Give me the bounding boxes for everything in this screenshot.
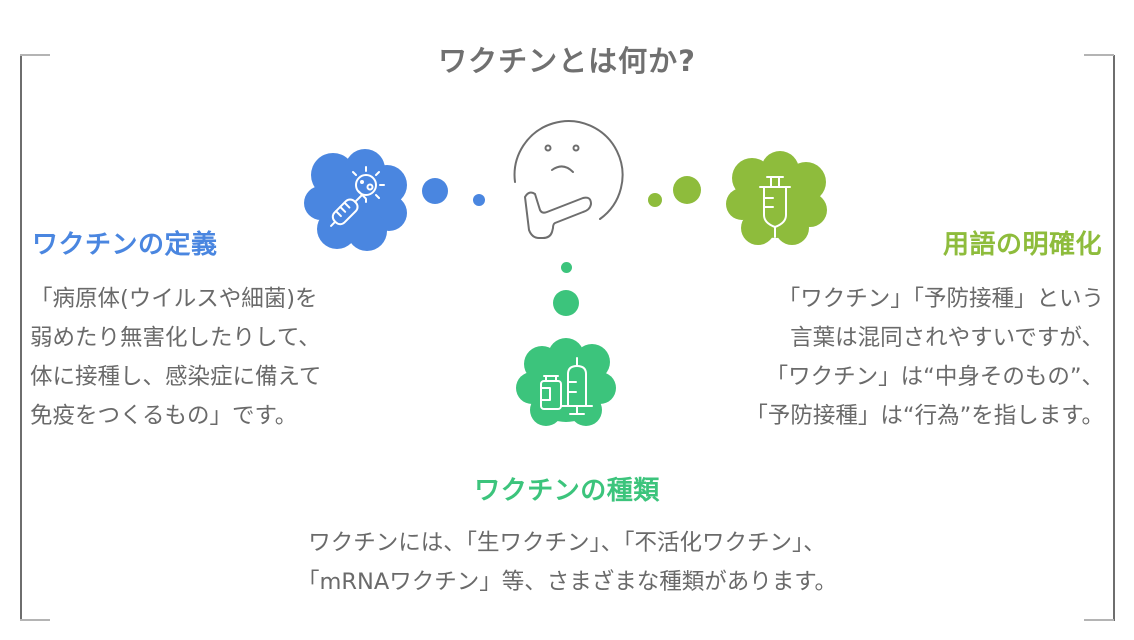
definition-line: 免疫をつくるもの」です。 xyxy=(30,403,298,429)
syringe-virus-icon xyxy=(330,166,385,227)
blue-dot-small xyxy=(473,194,485,206)
frame-left-line xyxy=(20,55,22,621)
terminology-heading: 用語の明確化 xyxy=(942,230,1102,260)
lime-dot-small xyxy=(648,193,662,207)
types-heading: ワクチンの種類 xyxy=(474,476,660,506)
frame-bottom-left-tick xyxy=(20,619,50,621)
terminology-line: 「ワクチン」は“中身そのもの”、 xyxy=(765,364,1104,390)
green-dot-large xyxy=(553,290,579,316)
definition-heading: ワクチンの定義 xyxy=(32,230,218,260)
frame-bottom-right-tick xyxy=(1084,619,1114,621)
green-dot-small xyxy=(561,262,572,273)
terminology-line: 言葉は混同されやすいですが、 xyxy=(790,325,1104,351)
page-title: ワクチンとは何か? xyxy=(438,44,696,78)
vial-syringe-icon xyxy=(540,357,593,415)
types-body: ワクチンには、「生ワクチン」、「不活化ワクチン」、 「mRNAワクチン」等、さま… xyxy=(0,524,1134,602)
thinking-face-icon xyxy=(513,120,624,239)
syringe-icon xyxy=(759,176,791,238)
frame-right-line xyxy=(1113,55,1115,621)
definition-cloud xyxy=(304,149,407,251)
frame-top-left-tick xyxy=(20,54,50,56)
blue-dot-large xyxy=(422,178,448,204)
types-line: 「mRNAワクチン」等、さまざまな種類があります。 xyxy=(296,569,838,595)
terminology-line: 「予防接種」は“行為”を指します。 xyxy=(745,403,1104,429)
types-line: ワクチンには、「生ワクチン」、「不活化ワクチン」、 xyxy=(308,530,826,556)
definition-body: 「病原体(ウイルスや細菌)を 弱めたり無害化したりして、 体に接種し、感染症に備… xyxy=(30,280,321,436)
terminology-cloud xyxy=(726,151,827,245)
terminology-line: 「ワクチン」「予防接種」という xyxy=(777,286,1104,312)
frame-top-right-tick xyxy=(1084,54,1114,56)
types-cloud xyxy=(516,338,616,426)
lime-dot-large xyxy=(673,176,701,204)
definition-line: 弱めたり無害化したりして、 xyxy=(30,325,321,351)
terminology-body: 「ワクチン」「予防接種」という 言葉は混同されやすいですが、 「ワクチン」は“中… xyxy=(745,280,1104,436)
definition-line: 体に接種し、感染症に備えて xyxy=(30,364,322,390)
definition-line: 「病原体(ウイルスや細菌)を xyxy=(30,286,318,312)
